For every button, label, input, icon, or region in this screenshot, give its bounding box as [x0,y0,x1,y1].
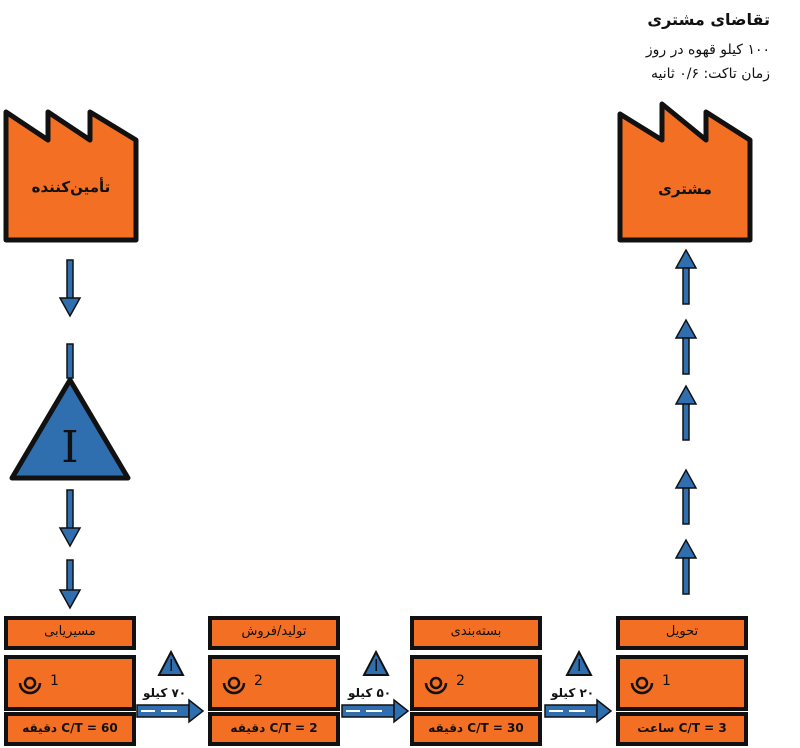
transfer-arrows [136,649,613,724]
process-name: مسیریابی [44,624,96,639]
process-boxes [4,616,748,746]
transfer-quantity: ۵۰ کیلو [348,686,392,700]
operator-icon [424,676,448,695]
push-arrow-icon [136,698,205,724]
cycle-time: C/T = 60 دقیقه [22,721,118,735]
supplier-label: تأمین‌کننده [31,178,111,196]
operator-icon [18,676,42,695]
demand-title: تقاضای مشتری [647,10,770,29]
up-arrows [674,248,698,595]
process-name: تحویل [665,624,699,639]
up-arrow-icon [674,468,698,525]
up-arrow-icon [674,248,698,305]
operator-count: 1 [50,673,59,689]
supplier-factory-icon [3,109,139,243]
inventory-symbol: I [61,422,78,473]
push-arrow [341,649,410,724]
process-box [4,616,136,746]
process-box [208,616,340,746]
process-box [410,616,542,746]
inventory-triangle-icon [157,649,185,676]
process-box [616,616,748,746]
push-arrow [136,649,205,724]
demand-takt-time: زمان تاکت: ۰/۶ ثانیه [650,66,770,82]
down-arrow-icon [58,489,82,548]
operator-count: 2 [254,673,263,689]
down-arrow-icon [58,559,82,610]
transfer-quantity: ۲۰ کیلو [551,686,595,700]
inventory-triangle-icon: I [9,377,131,481]
inventory-triangle-icon [565,649,593,676]
process-name: بسته‌بندی [450,624,502,639]
cycle-time: C/T = 2 دقیقه [230,721,318,735]
process-name: تولید/فروش [241,624,307,639]
operator-count: 2 [456,673,465,689]
up-arrow-icon [674,384,698,441]
push-arrow-icon [341,698,410,724]
push-line-segment [66,343,74,379]
up-arrow-icon [674,318,698,375]
customer-label: مشتری [658,180,712,198]
cycle-time: C/T = 30 دقیقه [428,721,524,735]
customer-factory-icon [617,101,753,243]
operator-icon [630,676,654,695]
inventory-triangle-icon [362,649,390,676]
up-arrow-icon [674,538,698,595]
down-arrow-icon [58,259,82,318]
push-arrow [544,649,613,724]
operator-icon [222,676,246,695]
push-arrow-icon [544,698,613,724]
demand-quantity: ۱۰۰ کیلو قهوه در روز [645,42,770,58]
transfer-quantity: ۷۰ کیلو [143,686,187,700]
operator-count: 1 [662,673,671,689]
customer-demand: تقاضای مشتری ۱۰۰ کیلو قهوه در روز زمان ت… [510,8,770,86]
cycle-time: C/T = 3 ساعت [637,721,727,735]
